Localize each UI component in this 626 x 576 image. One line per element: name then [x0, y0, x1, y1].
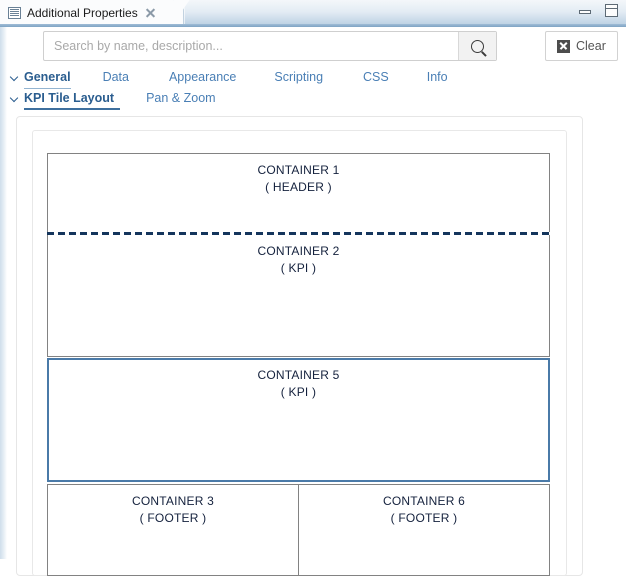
tab-css-label: CSS: [363, 70, 389, 84]
tab-kpi-tile-layout-label: KPI Tile Layout: [24, 91, 115, 105]
chevron-down-icon: [10, 94, 19, 103]
tab-kpi-tile-layout[interactable]: KPI Tile Layout: [10, 91, 121, 110]
minimize-icon[interactable]: [579, 6, 591, 15]
tile-container-5-role: ( KPI ): [280, 385, 317, 399]
close-icon[interactable]: [144, 7, 157, 20]
left-edge-strip: [0, 27, 7, 559]
tab-active-underline: [24, 88, 71, 89]
magnifier-icon: [471, 39, 484, 53]
tab-active-underline: [24, 108, 121, 110]
window-controls: [579, 4, 618, 17]
window-titlebar: Additional Properties: [0, 0, 626, 26]
tab-general[interactable]: General: [10, 70, 71, 89]
properties-list-icon: [8, 7, 21, 19]
tab-pan-and-zoom-label: Pan & Zoom: [146, 91, 216, 105]
tile-container-3-role: ( FOOTER ): [139, 511, 207, 525]
secondary-tab-row: KPI Tile Layout Pan & Zoom: [10, 91, 216, 110]
additional-properties-window: Additional Properties Clear General: [0, 0, 626, 559]
tile-container-3[interactable]: CONTAINER 3 ( FOOTER ): [47, 484, 299, 576]
tile-container-1-role: ( HEADER ): [265, 180, 332, 194]
tile-container-2-role: ( KPI ): [280, 261, 317, 275]
tile-container-2[interactable]: CONTAINER 2 ( KPI ): [47, 235, 550, 357]
view-tab-label: Additional Properties: [27, 6, 138, 20]
view-tab-additional-properties[interactable]: Additional Properties: [0, 0, 192, 26]
tab-data[interactable]: Data: [103, 70, 129, 89]
tab-info[interactable]: Info: [427, 70, 448, 89]
tab-scripting[interactable]: Scripting: [274, 70, 323, 89]
tab-appearance[interactable]: Appearance: [169, 70, 236, 89]
clear-button[interactable]: Clear: [545, 31, 618, 61]
tile-container-6-role: ( FOOTER ): [390, 511, 458, 525]
tile-container-5[interactable]: CONTAINER 5 ( KPI ): [47, 358, 550, 482]
search-input[interactable]: [44, 32, 458, 60]
tab-general-label: General: [24, 70, 71, 84]
kpi-tile-layout-preview: CONTAINER 1 ( HEADER ) CONTAINER 2 ( KPI…: [47, 153, 550, 576]
tile-container-1-name: CONTAINER 1: [257, 163, 340, 177]
tab-appearance-label: Appearance: [168, 70, 237, 84]
tile-container-5-name: CONTAINER 5: [257, 368, 340, 382]
tab-css[interactable]: CSS: [363, 70, 389, 89]
clear-x-icon: [557, 39, 570, 53]
search-row: Clear: [43, 31, 618, 61]
tab-data-label: Data: [102, 70, 129, 84]
titlebar-underline: [0, 24, 626, 27]
primary-tab-row: General Data Appearance Scripting CSS In…: [10, 70, 448, 89]
tile-container-3-name: CONTAINER 3: [132, 494, 214, 508]
tile-container-6-name: CONTAINER 6: [383, 494, 465, 508]
maximize-icon[interactable]: [605, 4, 618, 17]
tile-container-6[interactable]: CONTAINER 6 ( FOOTER ): [298, 484, 550, 576]
search-field: [43, 31, 497, 61]
tile-container-1[interactable]: CONTAINER 1 ( HEADER ): [47, 153, 550, 232]
tile-container-2-name: CONTAINER 2: [257, 244, 340, 258]
tab-info-label: Info: [426, 70, 448, 84]
tab-scripting-label: Scripting: [274, 70, 324, 84]
tab-pan-and-zoom[interactable]: Pan & Zoom: [146, 91, 215, 110]
chevron-down-icon: [10, 73, 19, 82]
header-kpi-dashed-divider[interactable]: [47, 232, 550, 235]
search-button[interactable]: [458, 32, 496, 60]
clear-button-label: Clear: [576, 39, 606, 53]
